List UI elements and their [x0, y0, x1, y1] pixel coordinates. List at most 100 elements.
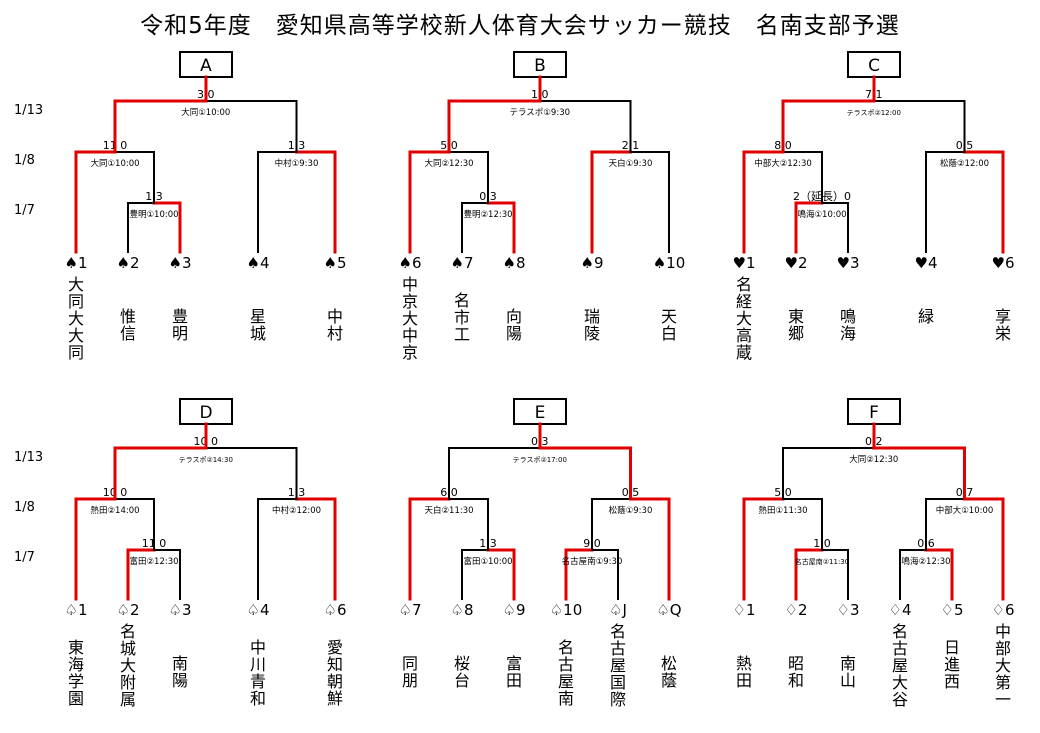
bracket-C-team-1-name-char: 高 [736, 326, 752, 345]
bracket-F-team-4-name-char: 谷 [892, 690, 908, 709]
bracket-A-team-2-name-char: 惟 [120, 307, 136, 326]
bracket-C-team-3-seed: ♥3 [837, 254, 860, 272]
bracket-A-team-5-name-char: 村 [327, 324, 343, 343]
bracket-D-team-2-name-char: 城 [120, 639, 136, 658]
bracket-C-team-5-name-char: 栄 [995, 324, 1011, 343]
bracket-B-team-1-name-char: 京 [402, 343, 418, 362]
bracket-D-team-2-name-char: 属 [120, 690, 136, 709]
bracket-F-team-4-name-char: 古 [892, 639, 908, 658]
bracket-B-team-2-seed: ♠7 [451, 254, 474, 272]
bracket-E-final-venue: テラスポ②17:00 [513, 456, 567, 464]
bracket-B-team-3-seed: ♠8 [503, 254, 526, 272]
bracket-B-team-3-name-char: 陽 [506, 324, 522, 343]
bracket-F-team-3-name-char: 山 [840, 671, 856, 690]
bracket-F-team-4-seed: ♢4 [889, 601, 912, 619]
bracket-C-team-2-seed: ♥2 [785, 254, 808, 272]
bracket-A-team-4-name-char: 星 [250, 307, 266, 326]
bracket-F-team-6-name-char: 一 [995, 690, 1011, 709]
bracket-A-team-1-name-char: 大 [68, 275, 84, 294]
bracket-F-team-2-seed: ♢2 [785, 601, 808, 619]
bracket-D-team-5-name-char: 鮮 [327, 689, 343, 708]
bracket-E-r3-venue: 富田①10:00 [463, 556, 512, 567]
bracket-A-team-5-seed: ♠5 [324, 254, 347, 272]
bracket-D-team-2-seed: ♤2 [117, 601, 140, 619]
bracket-B-team-1-name-char: 中 [402, 326, 418, 345]
bracket-F-team-5-name-char: 西 [944, 672, 960, 691]
bracket-B-team-2-name-char: 名 [454, 291, 470, 310]
bracket-A-team-4-name-char: 城 [250, 324, 266, 343]
bracket-F-team-6-name-char: 大 [995, 656, 1011, 675]
bracket-B-team-5-seed: ♠10 [653, 254, 686, 272]
bracket-D-team-1-name-char: 海 [68, 655, 84, 674]
bracket-E-team-5-name-char: 際 [610, 690, 626, 709]
round-label-r7-bottom: 1/7 [14, 550, 35, 565]
bracket-D-team-5-name-char: 知 [327, 655, 343, 674]
bracket-A-right-venue: 中村①9:30 [275, 158, 319, 169]
bracket-D-team-4-name-char: 和 [250, 689, 266, 708]
bracket-F-team-6-name-char: 中 [995, 622, 1011, 641]
bracket-E-team-6-name-char: 蔭 [661, 671, 677, 690]
bracket-F-team-1-name-char: 熱 [736, 654, 752, 673]
bracket-B-team-4-name-char: 瑞 [584, 307, 600, 326]
bracket-C-team-1-name-char: 名 [736, 275, 752, 294]
bracket-F-team-4-name-char: 屋 [892, 656, 908, 675]
bracket-C-team-1-name-char: 経 [736, 292, 752, 311]
bracket-A-team-3-name-char: 豊 [172, 307, 188, 326]
bracket-B-team-3-name-char: 向 [506, 307, 522, 326]
bracket-A-final-venue: 大同①10:00 [181, 107, 230, 118]
bracket-D-label: D [199, 403, 212, 423]
bracket-E-team-6-seed: ♤Q [656, 601, 681, 619]
bracket-A-team-2-seed: ♠2 [117, 254, 140, 272]
bracket-C-r3-venue: 鳴海①10:00 [797, 209, 846, 220]
bracket-F-final-venue: 大同②12:30 [849, 454, 898, 465]
bracket-F-team-5-seed: ♢5 [941, 601, 964, 619]
bracket-B-right-venue: 天白①9:30 [609, 158, 653, 169]
bracket-C-team-1-name-char: 大 [736, 309, 752, 328]
bracket-D-team-3-name-char: 南 [172, 654, 188, 673]
bracket-E-team-4-name-char: 古 [558, 655, 574, 674]
bracket-C-final-venue: テラスポ②12:00 [847, 109, 901, 117]
bracket-B-team-4-name-char: 陵 [584, 324, 600, 343]
bracket-D-team-1-name-char: 東 [68, 638, 84, 657]
bracket-C-team-3-name-char: 鳴 [840, 307, 856, 326]
bracket-F-team-2-name-char: 和 [788, 671, 804, 690]
bracket-E-left-venue: 天白②11:30 [424, 505, 473, 516]
bracket-D-team-1-seed: ♤1 [65, 601, 88, 619]
bracket-B-team-1-name-char: 京 [402, 292, 418, 311]
bracket-E-team-2-name-char: 桜 [454, 654, 470, 673]
bracket-A-team-1-name-char: 大 [68, 326, 84, 345]
bracket-B-team-1-seed: ♠6 [399, 254, 422, 272]
bracket-E-team-3-name-char: 富 [506, 654, 522, 673]
bracket-E-team-5-seed: ♤J [609, 601, 627, 619]
bracket-B-team-5-name-char: 天 [661, 307, 677, 326]
bracket-A-team-4-seed: ♠4 [247, 254, 270, 272]
bracket-F-team-3-seed: ♢3 [837, 601, 860, 619]
bracket-A-left-venue: 大同①10:00 [90, 158, 139, 169]
bracket-B-team-1-name-char: 中 [402, 275, 418, 294]
bracket-F-team-3-name-char: 南 [840, 654, 856, 673]
bracket-F-team-4-name-char: 大 [892, 673, 908, 692]
bracket-E-team-1-name-char: 同 [402, 654, 418, 673]
bracket-C-team-2-name-char: 東 [788, 307, 804, 326]
bracket-D-team-5-name-char: 愛 [327, 638, 343, 657]
bracket-F-team-5-name-char: 日 [944, 638, 960, 657]
bracket-F-label-box [847, 398, 901, 425]
bracket-C-right-venue: 松蔭②12:00 [940, 158, 989, 169]
bracket-A-team-5-name-char: 中 [327, 307, 343, 326]
bracket-F-team-5-name-char: 進 [944, 655, 960, 674]
bracket-C-label: C [868, 56, 880, 76]
bracket-B-team-5-name-char: 白 [661, 324, 677, 343]
bracket-C-team-4-seed: ♥4 [915, 254, 938, 272]
bracket-C-team-3-name-char: 海 [840, 324, 856, 343]
bracket-E-team-5-name-char: 屋 [610, 656, 626, 675]
bracket-C-team-5-name-char: 享 [995, 307, 1011, 326]
bracket-A-team-1-name-char: 同 [68, 292, 84, 311]
bracket-E-team-6-name-char: 松 [661, 654, 677, 673]
bracket-F-team-6-name-char: 第 [995, 673, 1011, 692]
bracket-D-team-4-name-char: 青 [250, 672, 266, 691]
page-title: 令和5年度 愛知県高等学校新人体育大会サッカー競技 名南支部予選 [140, 13, 900, 39]
bracket-D-team-1-name-char: 学 [68, 672, 84, 691]
bracket-F-team-6-name-char: 部 [995, 639, 1011, 658]
bracket-A-team-3-name-char: 明 [172, 324, 188, 343]
